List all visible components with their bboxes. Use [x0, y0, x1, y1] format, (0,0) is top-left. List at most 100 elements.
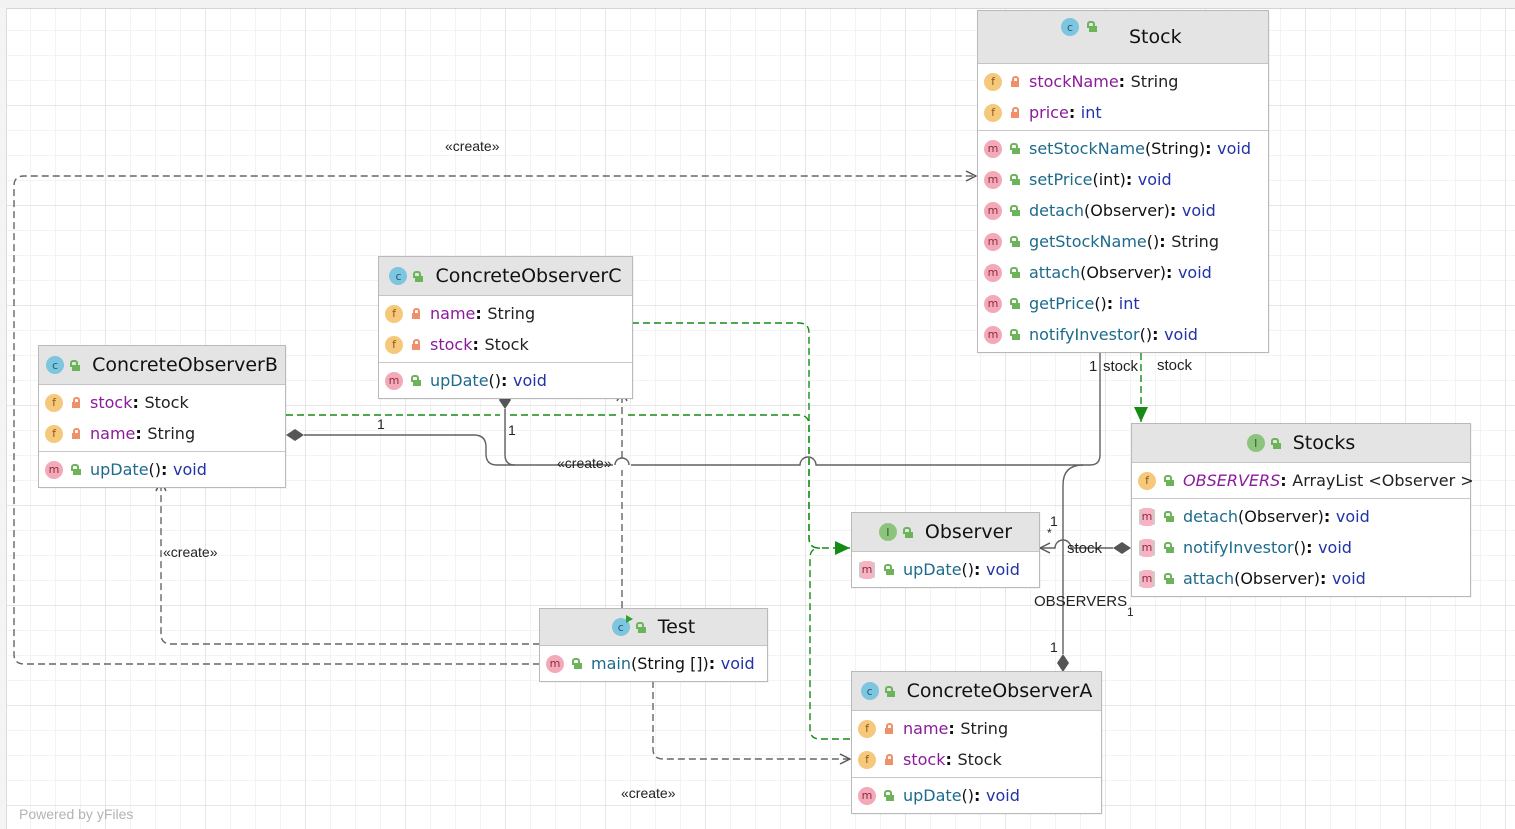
- method-name: notifyInvestor: [1183, 538, 1294, 557]
- colon: :: [1323, 507, 1336, 526]
- method-name: getStockName: [1029, 232, 1147, 251]
- composition-diamond-observer-a: [1057, 654, 1069, 672]
- role-stock-observer: stock: [1067, 540, 1103, 557]
- class-name: Stock: [1129, 26, 1182, 48]
- return-type: void: [720, 654, 755, 673]
- return-type: void: [1164, 325, 1198, 344]
- colon: :: [708, 654, 721, 673]
- method-icon: m: [984, 201, 1002, 220]
- colon: :: [1165, 263, 1178, 282]
- public-visibility-icon: [884, 564, 894, 575]
- method-name: attach: [1029, 263, 1081, 282]
- colon: :: [1205, 139, 1218, 158]
- edge-observer-c-implements-observer[interactable]: [632, 322, 820, 549]
- edge-observer-b-has-stock[interactable]: [304, 342, 1100, 466]
- method-name: detach: [1029, 201, 1085, 220]
- public-visibility-icon: [1010, 298, 1020, 309]
- colon: :: [1280, 471, 1293, 490]
- method-params: (int): [1092, 170, 1126, 189]
- edge-test-create-observer-b[interactable]: [161, 481, 540, 645]
- public-visibility-icon: [1010, 174, 1020, 185]
- field-icon: f: [984, 103, 1002, 122]
- field-name: name: [90, 424, 136, 443]
- field-name: name: [903, 719, 949, 738]
- interface-icon: I: [878, 523, 897, 541]
- public-visibility-icon: [884, 790, 894, 801]
- colon: :: [132, 393, 145, 412]
- node-header[interactable]: I Observer: [852, 513, 1039, 552]
- role-stock-association: stock: [1103, 358, 1139, 375]
- method-params: (Observer): [1238, 507, 1324, 526]
- edge-observer-c-has-stock[interactable]: [504, 409, 516, 466]
- public-visibility-icon: [572, 658, 582, 669]
- method-params: (Observer): [1234, 569, 1320, 588]
- return-type: void: [1318, 538, 1352, 557]
- class-name: Observer: [924, 521, 1013, 543]
- colon: :: [948, 719, 961, 738]
- colon: :: [1068, 103, 1081, 122]
- public-visibility-icon: [413, 270, 424, 282]
- method-name: setPrice: [1029, 170, 1093, 189]
- private-visibility-icon: [884, 723, 894, 734]
- edge-stocks-has-observers[interactable]: [1040, 539, 1113, 548]
- field-name: stock: [430, 335, 473, 354]
- method-params: (Observer): [1080, 263, 1166, 282]
- field-type: Stock: [957, 750, 1002, 769]
- interface-icon: I: [1246, 434, 1265, 452]
- edge-observer-a-has-stock[interactable]: [1062, 464, 1084, 654]
- edge-observer-a-implements-observer[interactable]: [809, 547, 850, 740]
- method-icon: m: [45, 460, 63, 479]
- private-visibility-icon: [884, 754, 894, 765]
- edge-test-create-observer-a[interactable]: [652, 681, 850, 759]
- public-visibility-icon: [1164, 542, 1174, 553]
- colon: :: [1159, 232, 1172, 251]
- private-visibility-icon: [71, 397, 81, 408]
- method-name: upDate: [430, 371, 489, 390]
- edge-test-create-stock[interactable]: [13, 176, 976, 665]
- left-panel-edge: [0, 8, 7, 829]
- method-name: getPrice: [1029, 294, 1095, 313]
